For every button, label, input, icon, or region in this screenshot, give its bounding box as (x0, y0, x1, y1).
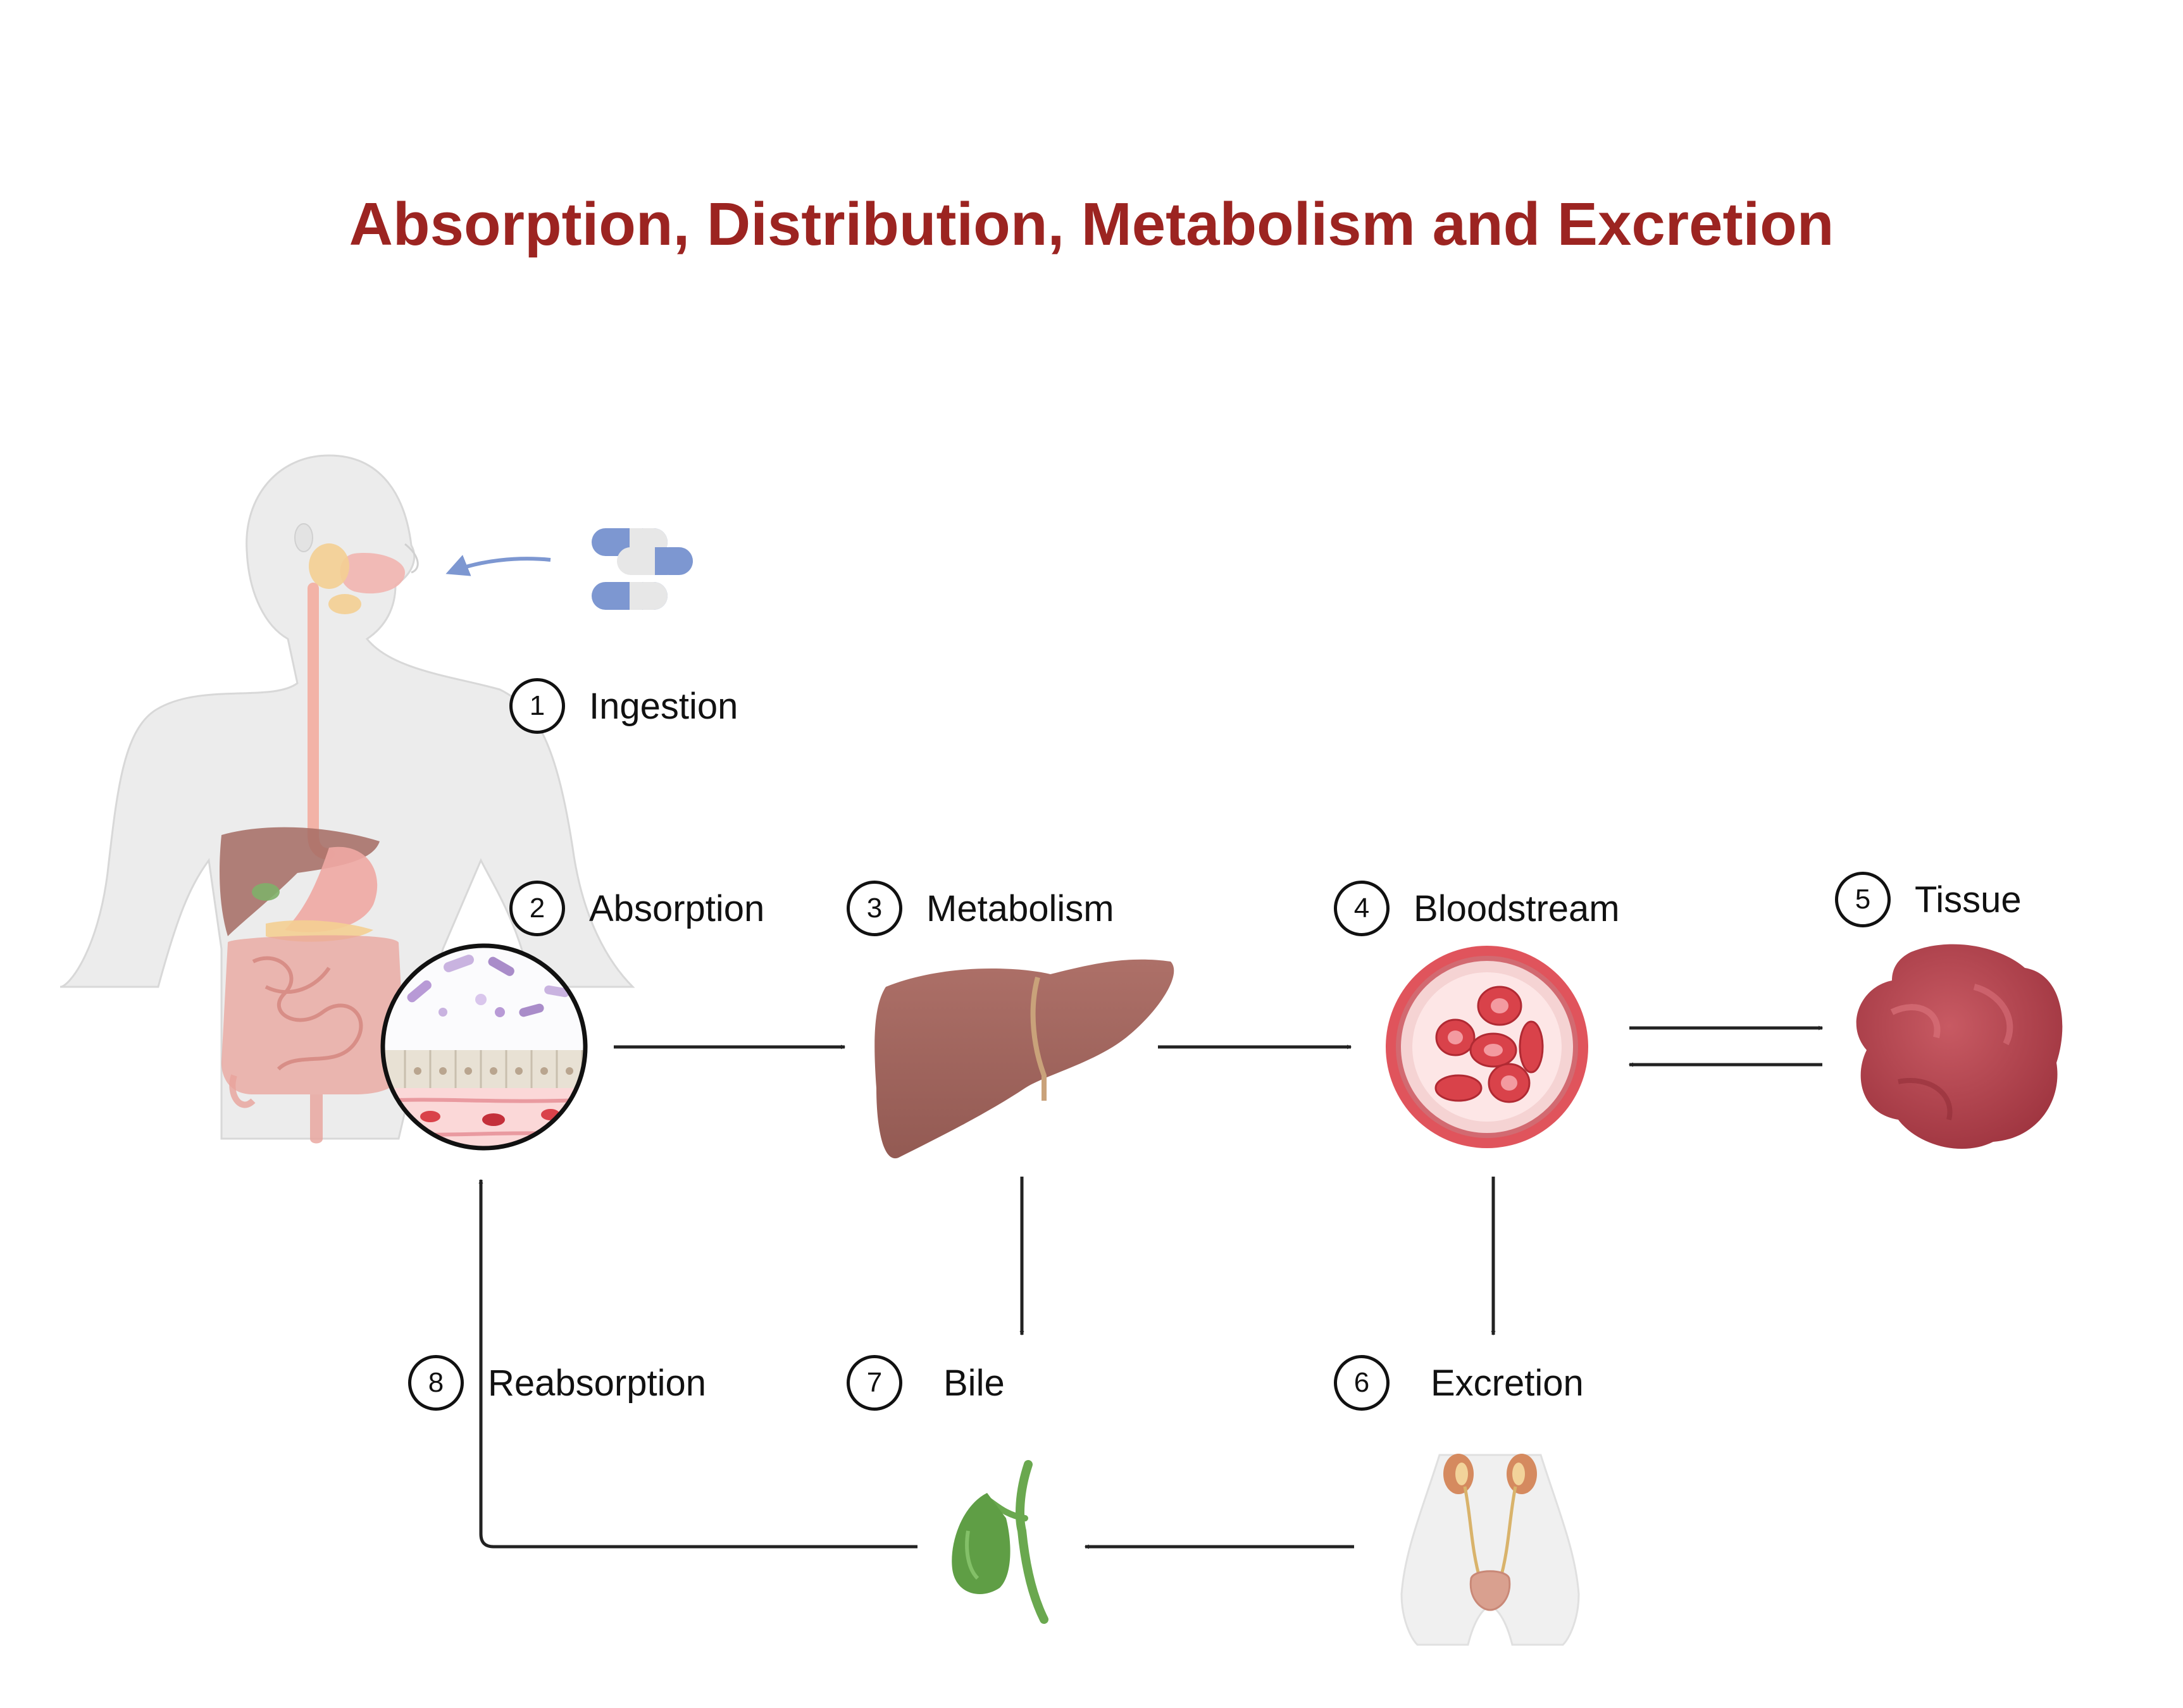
step-number: 5 (1835, 872, 1891, 927)
step-label: Bile (943, 1362, 1005, 1404)
ingestion-arrow (445, 555, 551, 576)
step-number: 8 (408, 1355, 464, 1411)
human-body-illustration (59, 454, 635, 1144)
arrow-bile-to-reabsorption (478, 1179, 917, 1549)
step-metabolism: 3 Metabolism (847, 881, 1114, 936)
step-number: 2 (509, 881, 565, 936)
step-ingestion: 1 Ingestion (509, 678, 738, 734)
intestinal-wall-magnifier (380, 943, 588, 1151)
step-number: 1 (509, 678, 565, 734)
step-label: Tissue (1915, 879, 2022, 920)
step-label: Bloodstream (1414, 888, 1620, 929)
flow-arrows (478, 1025, 1824, 1549)
urinary-system-illustration (1400, 1454, 1580, 1646)
step-label: Ingestion (589, 685, 738, 727)
step-label: Reabsorption (488, 1362, 706, 1404)
blood-vessel-illustration (1386, 946, 1588, 1148)
step-number: 6 (1334, 1355, 1390, 1411)
step-label: Excretion (1431, 1362, 1584, 1404)
step-excretion: 6 Excretion (1334, 1355, 1584, 1411)
diagram-title: Absorption, Distribution, Metabolism and… (349, 190, 1834, 258)
step-number: 7 (847, 1355, 902, 1411)
gallbladder-illustration (952, 1460, 1048, 1624)
tissue-illustration (1856, 944, 2063, 1149)
step-number: 4 (1334, 881, 1390, 936)
step-label: Absorption (589, 888, 765, 929)
pill-capsules (592, 528, 693, 610)
step-absorption: 2 Absorption (509, 881, 764, 936)
step-label: Metabolism (926, 888, 1114, 929)
step-reabsorption: 8 Reabsorption (408, 1355, 706, 1411)
step-number: 3 (847, 881, 902, 936)
step-bloodstream: 4 Bloodstream (1334, 881, 1620, 936)
step-tissue: 5 Tissue (1835, 872, 2022, 927)
step-bile: 7 Bile (847, 1355, 1005, 1411)
liver-illustration (874, 959, 1174, 1159)
